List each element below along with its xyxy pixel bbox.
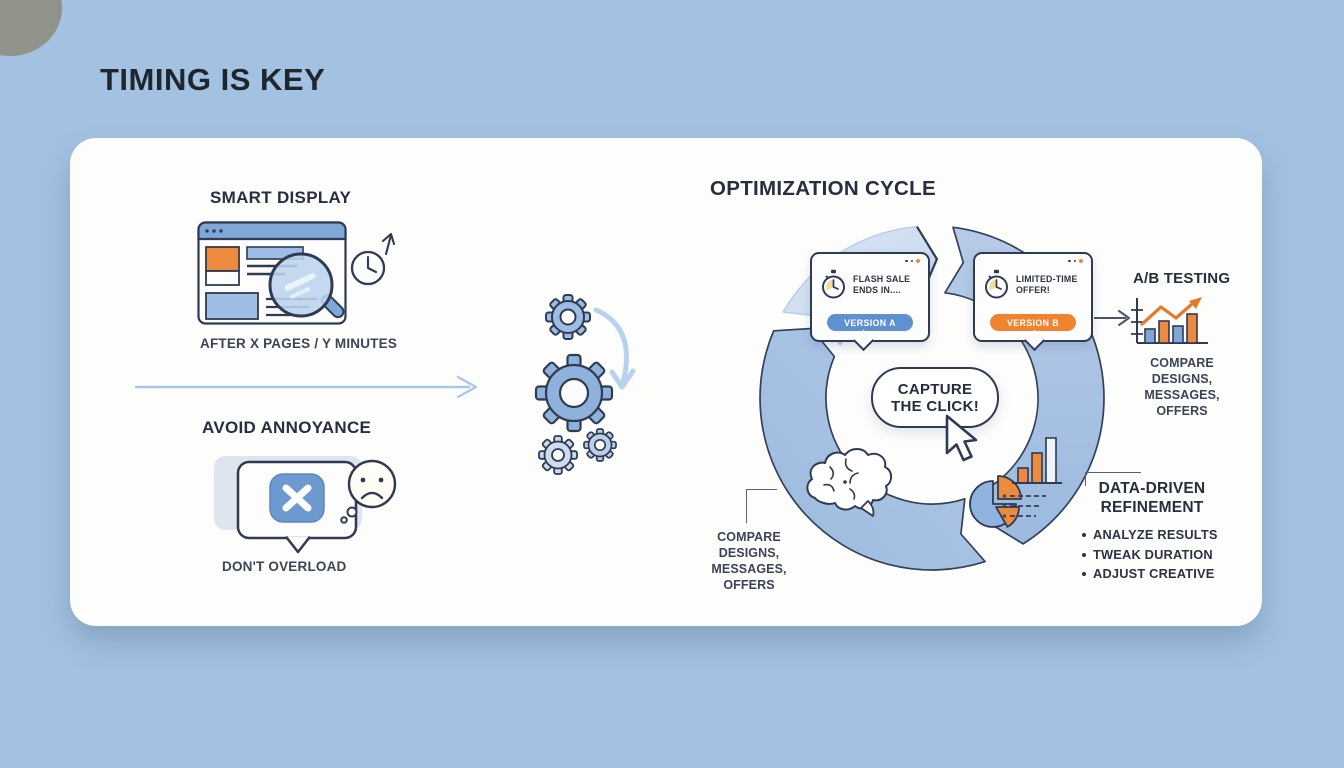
window-dots: [1068, 259, 1083, 263]
bar-chart-icon: [1012, 437, 1062, 484]
ab-testing-heading: A/B TESTING: [1133, 270, 1231, 287]
corner-decoration: [0, 0, 62, 56]
browser-titlebar: [197, 221, 347, 241]
flow-arrow-icon: [135, 375, 478, 399]
smart-display-heading: SMART DISPLAY: [210, 188, 352, 207]
capture-the-click-pill: CAPTURE THE CLICK!: [871, 367, 999, 428]
stopwatch-icon: [985, 269, 1008, 299]
browser-window-illustration: [197, 221, 347, 325]
curved-arrow-icon: [593, 307, 636, 390]
ad-banner-orange: [205, 246, 240, 272]
popup-dismiss-illustration: [214, 456, 362, 554]
bullet-item: ANALYZE RESULTS: [1082, 527, 1242, 543]
ab-chart-icon: [1131, 297, 1208, 344]
ab-testing-note: COMPARE DESIGNS, MESSAGES, OFFERS: [1144, 356, 1220, 418]
refinement-connector: [1085, 472, 1141, 486]
smart-display-caption: AFTER X PAGES / Y MINUTES: [200, 336, 398, 351]
list-lines-icon: [1003, 494, 1046, 518]
cursor-icon: [945, 414, 978, 462]
up-arrow-icon: [381, 232, 396, 256]
gears-icon: [534, 294, 636, 475]
refinement-bullets: ANALYZE RESULTS TWEAK DURATION ADJUST CR…: [1082, 527, 1242, 586]
clock-icon: [350, 232, 396, 286]
cycle-segment-bottom-left: [759, 327, 986, 571]
bullet-item: ADJUST CREATIVE: [1082, 566, 1242, 582]
optimization-cycle-heading: OPTIMIZATION CYCLE: [710, 177, 936, 200]
page-title: TIMING IS KEY: [100, 62, 326, 97]
magnifier-icon: [268, 252, 345, 319]
avoid-annoyance-caption: DON'T OVERLOAD: [222, 559, 347, 574]
version-a-card: FLASH SALE ENDS IN.... VERSION A: [810, 252, 930, 352]
version-b-badge: VERSION B: [990, 314, 1076, 331]
close-icon: [269, 473, 325, 523]
bullet-item: TWEAK DURATION: [1082, 547, 1242, 563]
version-b-text: LIMITED-TIME OFFER!: [1016, 274, 1078, 295]
thought-bubble: [340, 506, 358, 524]
popup-bubble-tail: [285, 535, 311, 554]
compare-note: COMPARE DESIGNS, MESSAGES, OFFERS: [711, 530, 787, 592]
brain-icon: [806, 448, 893, 517]
compare-note-connector: [746, 489, 777, 523]
version-a-text: FLASH SALE ENDS IN....: [853, 274, 911, 295]
window-dots: [905, 259, 920, 263]
arrow-right-icon: [1094, 310, 1130, 326]
avoid-annoyance-heading: AVOID ANNOYANCE: [202, 418, 372, 437]
version-b-card: LIMITED-TIME OFFER! VERSION B: [973, 252, 1093, 352]
version-a-badge: VERSION A: [827, 314, 913, 331]
sad-face-icon: [340, 459, 397, 524]
refinement-heading: DATA-DRIVEN REFINEMENT: [1098, 480, 1206, 516]
stopwatch-icon: [822, 269, 845, 299]
